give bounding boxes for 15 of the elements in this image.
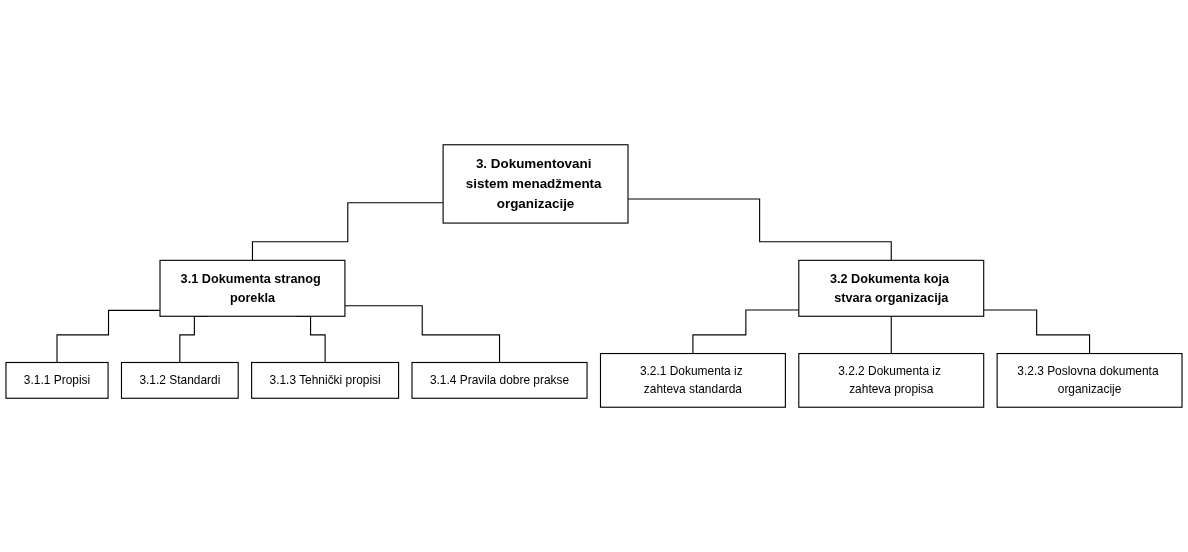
connector bbox=[56, 309, 161, 364]
node-box: 3.2.2 Dokumenta iz zahteva propisa bbox=[798, 353, 985, 408]
node-box: 3.1.1 Propisi bbox=[5, 361, 109, 399]
node-box: 3.2 Dokumenta koja stvara organizacija bbox=[798, 259, 985, 317]
node-box: 3.2.1 Dokumenta iz zahteva standarda bbox=[599, 353, 786, 408]
node-box: 3. Dokumentovani sistem menadžmenta organizacije bbox=[442, 144, 629, 224]
node-box: 3.2.3 Poslovna dokumenta organizacije bbox=[996, 353, 1183, 408]
connector bbox=[890, 315, 892, 355]
node-box: 3.1.4 Pravila dobre prakse bbox=[411, 361, 588, 399]
connector bbox=[344, 305, 501, 364]
connector bbox=[983, 309, 1091, 355]
node-box: 3.1.3 Tehnički propisi bbox=[251, 361, 400, 399]
connector bbox=[251, 202, 444, 261]
node-box: 3.1.2 Standardi bbox=[120, 361, 239, 399]
node-box: 3.1 Dokumenta stranog porekla bbox=[159, 259, 346, 317]
